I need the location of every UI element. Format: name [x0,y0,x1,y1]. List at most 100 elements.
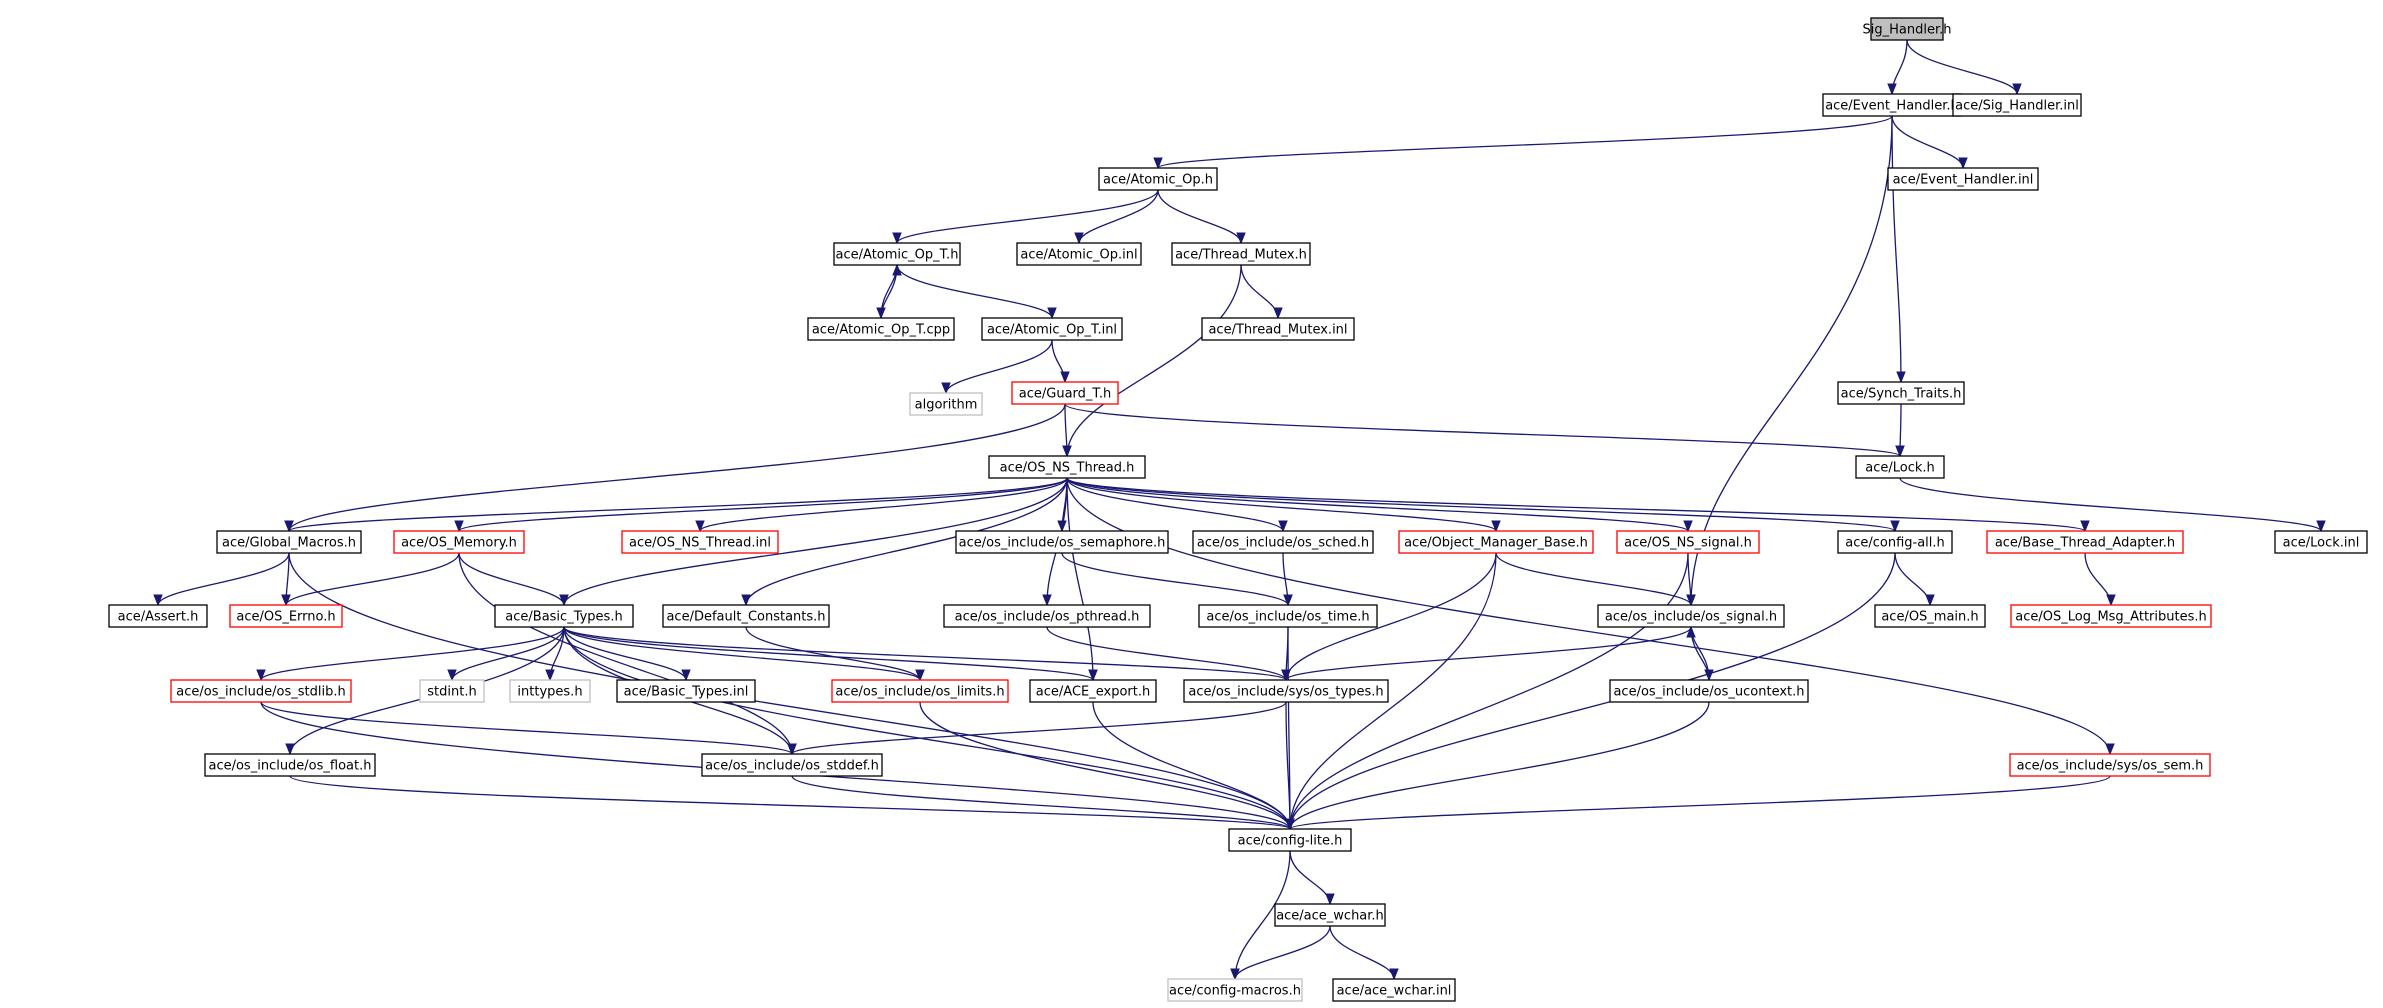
node-box [943,604,1151,628]
node-box [1183,679,1389,703]
node-box [1837,381,1965,405]
node-os-ns-thread-h[interactable]: ace/OS_NS_Thread.h [988,455,1146,479]
arrowhead [1236,232,1246,245]
node-event-handler-inl[interactable]: ace/Event_Handler.inl [1887,167,2039,191]
node-thread-mutex-inl[interactable]: ace/Thread_Mutex.inl [1201,317,1355,341]
arrowhead [1958,157,1968,170]
node-label: ace/Sig_Handler.inl [1955,99,2079,114]
node-box [1332,978,1456,1002]
node-os-stdlib-h[interactable]: ace/os_include/os_stdlib.h [170,679,352,703]
node-box [2010,604,2212,628]
node-label: ace/Atomic_Op.h [1103,173,1213,188]
node-os-pthread-h[interactable]: ace/os_include/os_pthread.h [943,604,1151,628]
node-box [831,679,1009,703]
node-ace-export-h[interactable]: ace/ACE_export.h [1029,679,1157,703]
node-label: ace/OS_Memory.h [401,536,517,551]
node-os-time-h[interactable]: ace/os_include/os_time.h [1198,604,1378,628]
node-label: ace/Atomic_Op_T.h [836,248,959,263]
node-sys-os-types-h[interactable]: ace/os_include/sys/os_types.h [1183,679,1389,703]
node-assert-h[interactable]: ace/Assert.h [108,604,208,628]
node-ace-wchar-inl[interactable]: ace/ace_wchar.inl [1332,978,1456,1002]
node-box [1609,679,1809,703]
edge-os_ucontext_h-to-os_signal_h [1686,625,1710,681]
edge-os_pthread_h-to-sys_os_types_h [1046,626,1291,682]
node-os-stddef-h[interactable]: ace/os_include/os_stddef.h [701,753,883,777]
node-base-thread-adapter-h[interactable]: ace/Base_Thread_Adapter.h [1986,530,2184,554]
arrowhead [1325,893,1335,906]
node-label: ace/OS_Log_Msg_Attributes.h [2015,610,2206,625]
node-box [981,317,1123,341]
node-os-float-h[interactable]: ace/os_include/os_float.h [204,753,376,777]
node-box [216,530,362,554]
edge-sys_os_sem_h-to-config_lite_h [1285,775,2111,831]
node-label: ace/os_include/os_float.h [208,759,371,774]
arrowhead [1283,594,1293,607]
arrowhead [2105,743,2115,756]
arrowhead [915,669,925,682]
node-atomic-op-h[interactable]: ace/Atomic_Op.h [1098,167,1218,191]
node-os-memory-h[interactable]: ace/OS_Memory.h [393,530,525,554]
node-basic-types-h[interactable]: ace/Basic_Types.h [494,604,634,628]
node-stdint-h: stdint.h [419,679,485,703]
arrowhead [1281,669,1291,682]
arrowhead [1088,669,1098,682]
node-os-ns-thread-inl[interactable]: ace/OS_NS_Thread.inl [621,530,779,554]
node-ace-wchar-h[interactable]: ace/ace_wchar.h [1274,903,1386,927]
node-guard-t-h[interactable]: ace/Guard_T.h [1011,381,1119,405]
node-atomic-op-t-cpp[interactable]: ace/Atomic_Op_T.cpp [807,317,955,341]
node-box [833,242,961,266]
node-atomic-op-t-h[interactable]: ace/Atomic_Op_T.h [833,242,961,266]
node-atomic-op-t-inl[interactable]: ace/Atomic_Op_T.inl [981,317,1123,341]
node-object-manager-base-h[interactable]: ace/Object_Manager_Base.h [1398,530,1594,554]
node-os-ns-signal-h[interactable]: ace/OS_NS_signal.h [1616,530,1760,554]
node-default-constants-h[interactable]: ace/Default_Constants.h [662,604,830,628]
node-algorithm: algorithm [909,392,983,416]
edge-event_handler_h-to-synch_traits_h [1891,115,1906,384]
node-os-signal-h[interactable]: ace/os_include/os_signal.h [1597,604,1785,628]
node-event-handler-h[interactable]: ace/Event_Handler.h [1822,93,1962,117]
node-label: ace/Guard_T.h [1019,387,1111,402]
node-global-macros-h[interactable]: ace/Global_Macros.h [216,530,362,554]
node-label: ace/Default_Constants.h [666,610,825,625]
node-os-log-msg-attributes-h[interactable]: ace/OS_Log_Msg_Attributes.h [2010,604,2212,628]
arrowhead [681,669,691,682]
node-label: ace/Event_Handler.h [1825,99,1959,114]
edge-os_ns_thread_h-to-base_thread_adapter_h [1066,477,2090,533]
node-thread-mutex-h[interactable]: ace/Thread_Mutex.h [1171,242,1311,266]
node-box [955,530,1169,554]
node-synch-traits-h[interactable]: ace/Synch_Traits.h [1837,381,1965,405]
node-os-main-h[interactable]: ace/OS_main.h [1874,604,1986,628]
node-basic-types-inl[interactable]: ace/Basic_Types.inl [616,679,756,703]
edge-config_all_h-to-os_main_h [1894,552,1935,607]
node-os-ucontext-h[interactable]: ace/os_include/os_ucontext.h [1609,679,1809,703]
edge-os_semaphore_h-to-os_time_h [1061,552,1293,607]
node-box [494,604,634,628]
node-os-semaphore-h[interactable]: ace/os_include/os_semaphore.h [955,530,1169,554]
node-box [807,317,955,341]
node-lock-h[interactable]: ace/Lock.h [1855,455,1945,479]
node-label: ace/Basic_Types.inl [624,685,749,700]
node-sig-handler-inl[interactable]: ace/Sig_Handler.inl [1952,93,2082,117]
edge-ace_wchar_h-to-config_macros_h [1230,925,1331,981]
arrowhead [1060,371,1070,384]
node-label: ace/os_include/os_limits.h [835,685,1004,700]
node-os-errno-h[interactable]: ace/OS_Errno.h [229,604,343,628]
node-config-lite-h[interactable]: ace/config-lite.h [1228,828,1352,852]
node-atomic-op-inl[interactable]: ace/Atomic_Op.inl [1016,242,1142,266]
edge-os_sched_h-to-os_time_h [1282,552,1293,607]
edge-basic_types_h-to-os_stdlib_h [256,626,565,682]
edge-os_memory_h-to-os_stddef_h [458,552,797,756]
edge-event_handler_h-to-event_handler_inl [1891,115,1968,170]
node-label: ace/config-lite.h [1238,834,1343,849]
arrowhead [2080,520,2090,533]
node-os-limits-h[interactable]: ace/os_include/os_limits.h [831,679,1009,703]
node-box [1098,167,1218,191]
edge-os_ns_thread_h-to-config_all_h [1066,477,1900,533]
node-label: ace/OS_NS_Thread.inl [629,536,771,551]
node-os-sched-h[interactable]: ace/os_include/os_sched.h [1192,530,1374,554]
node-box [616,679,756,703]
node-sys-os-sem-h[interactable]: ace/os_include/sys/os_sem.h [2009,753,2211,777]
node-config-all-h[interactable]: ace/config-all.h [1837,530,1953,554]
node-lock-inl[interactable]: ace/Lock.inl [2274,530,2368,554]
